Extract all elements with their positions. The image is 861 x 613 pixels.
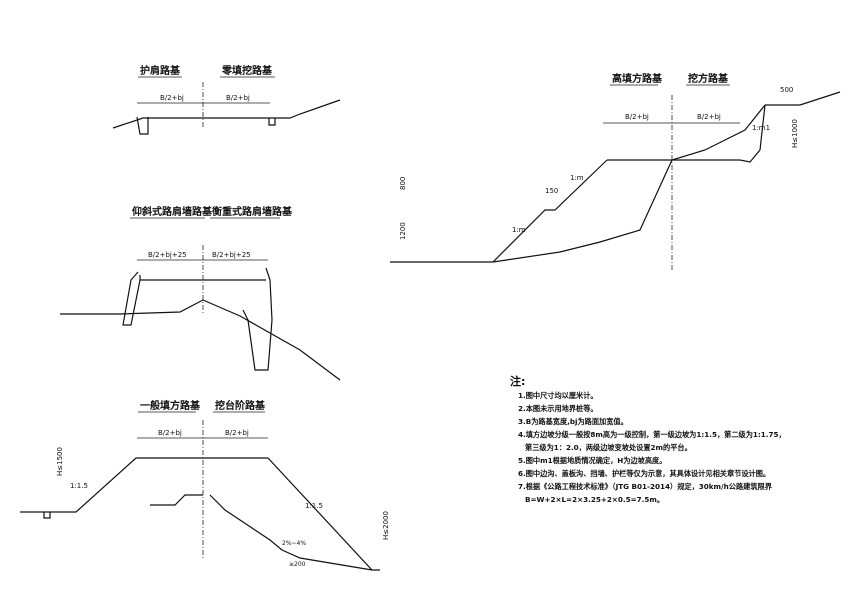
slope-wataijie: 1:1.5	[305, 502, 323, 510]
notes-block: 注: 1.图中尺寸均以厘米计。 2.本图未示用地界桩等。 3.B为路基宽度,bj…	[510, 374, 786, 504]
note-6: 6.图中边沟、盖板沟、挡墙、护栏等仅为示意，其具体设计见相关章节设计图。	[518, 469, 770, 478]
slope-m-upper: 1:m	[570, 174, 584, 182]
note-7: 7.根据《公路工程技术标准》（JTG B01-2014）规定，30km/h公路建…	[518, 482, 773, 491]
title-gaotian: 高填方路基	[612, 72, 663, 85]
dim-hujian-half: B/2+bj	[160, 94, 184, 102]
dim-hengzhong-half: B/2+bj+25	[212, 251, 251, 259]
note-4: 4.填方边坡分级一般按8m高为一级控制，第一级边坡为1:1.5，第二级为1:1.…	[518, 430, 786, 439]
dim-800: 800	[399, 177, 407, 190]
slope-2pct: 2%~4%	[282, 540, 306, 547]
dim-1200: 1200	[399, 222, 407, 240]
title-lingtian: 零填挖路基	[221, 64, 273, 77]
dim-200: ≥200	[289, 561, 306, 568]
panel-high-fill-and-cut: 高填方路基 挖方路基 B/2+bj B/2+bj 150 500 800 120…	[390, 72, 841, 270]
dim-h1500: H≤1500	[56, 447, 64, 476]
panel-retaining-wall: 仰斜式路肩墙路基 衡重式路肩墙路基 B/2+bj+25 B/2+bj+25	[60, 205, 341, 381]
title-yiban: 一般填方路基	[140, 399, 201, 412]
dim-gaotian-half: B/2+bj	[625, 113, 649, 121]
note-5: 5.图中m1根据地质情况确定，H为边坡高度。	[518, 456, 666, 465]
dim-h2000: H≤2000	[382, 511, 390, 540]
dim-yiban-half: B/2+bj	[158, 429, 182, 437]
note-1: 1.图中尺寸均以厘米计。	[518, 391, 598, 400]
slope-m: 1:m	[512, 226, 526, 234]
title-wataijie: 挖台阶路基	[215, 399, 266, 412]
note-4b: 第三级为1：2.0，两级边坡变坡处设置2m的平台。	[525, 443, 692, 452]
dim-150: 150	[545, 187, 558, 195]
dim-wataijie-half: B/2+bj	[225, 429, 249, 437]
dim-lingtian-half: B/2+bj	[226, 94, 250, 102]
slope-m1: 1:m1	[752, 124, 770, 132]
note-3: 3.B为路基宽度,bj为路面加宽值。	[518, 417, 628, 426]
title-hujian: 护肩路基	[140, 64, 181, 77]
notes-title: 注:	[510, 374, 525, 388]
dim-wafang-half: B/2+bj	[697, 113, 721, 121]
note-2: 2.本图未示用地界桩等。	[518, 404, 598, 413]
title-hengzhong: 衡重式路肩墙路基	[212, 205, 293, 218]
slope-yiban: 1:1.5	[70, 482, 88, 490]
title-wafang: 挖方路基	[688, 72, 729, 85]
panel-fill-and-bench: 一般填方路基 挖台阶路基 B/2+bj B/2+bj 1:1.5 1:1.5 H…	[20, 399, 390, 571]
dim-yangxie-half: B/2+bj+25	[148, 251, 187, 259]
panel-shoulder-and-zero-fill: 护肩路基 零填挖路基 B/2+bj B/2+bj	[112, 64, 341, 135]
dim-h1000: H≤1000	[791, 119, 799, 148]
dim-500: 500	[780, 86, 793, 94]
title-yangxie: 仰斜式路肩墙路基	[132, 205, 213, 218]
note-7b: B=W+2×L=2×3.25+2×0.5=7.5m。	[525, 495, 664, 504]
